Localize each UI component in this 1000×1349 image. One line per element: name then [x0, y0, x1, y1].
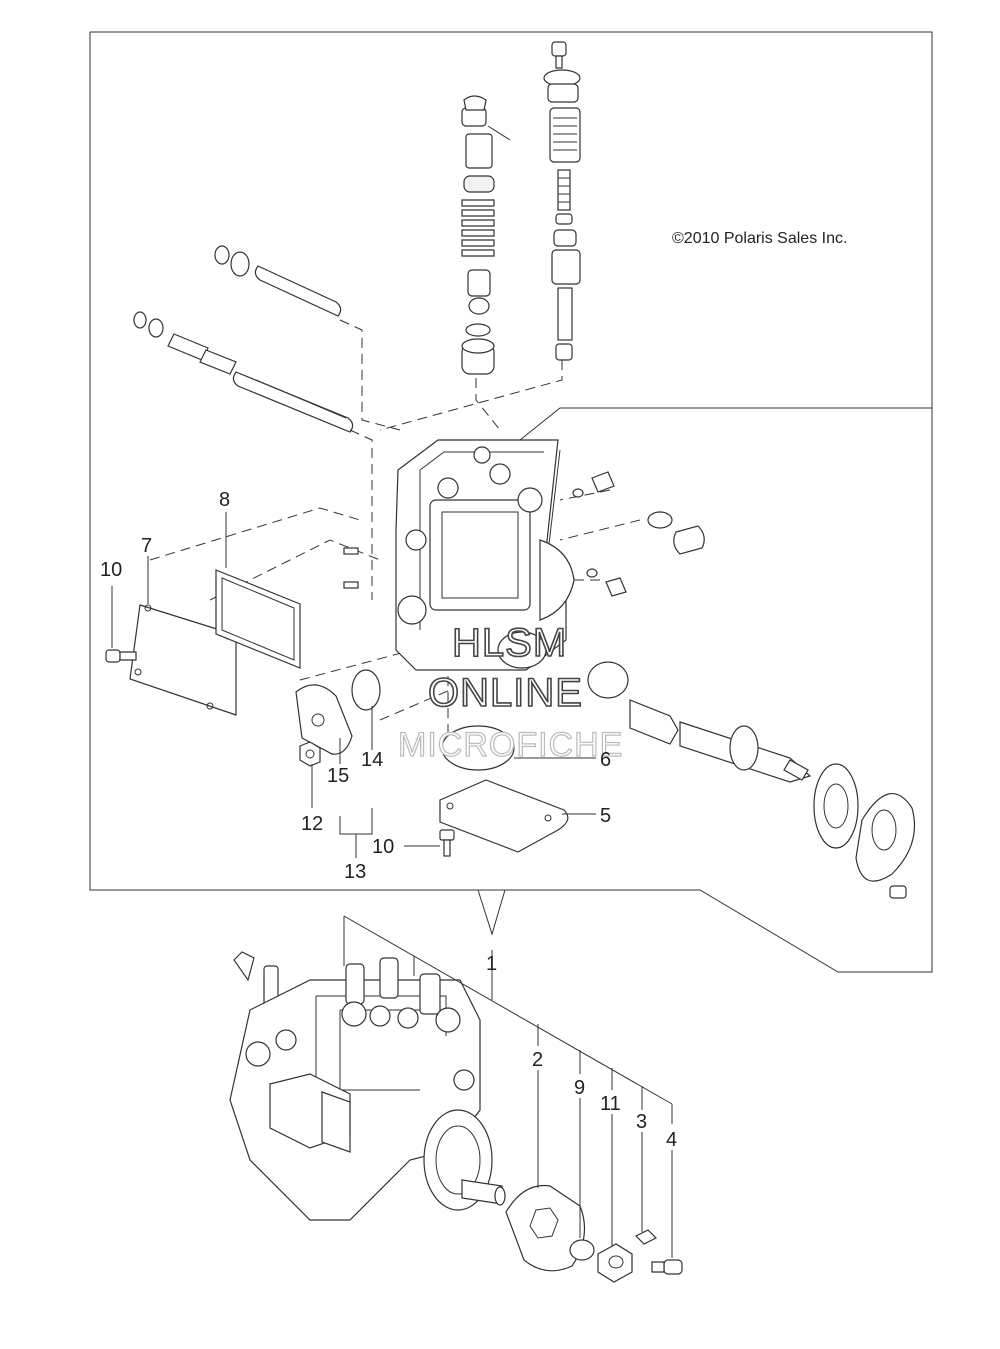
callout-12: 12	[301, 813, 323, 835]
callout-5: 5	[600, 805, 611, 827]
callout-1: 1	[486, 953, 497, 975]
right-fittings	[572, 471, 705, 597]
camshaft-assembly	[497, 631, 916, 899]
copyright-text: ©2010 Polaris Sales Inc.	[672, 230, 847, 247]
watermark-line-1: HLSM	[452, 621, 567, 665]
callout-3: 3	[636, 1111, 647, 1133]
detail-frame	[89, 31, 933, 973]
part-7-cover-plate	[129, 604, 237, 716]
part-10-bolt-left	[105, 649, 137, 663]
part-11-nut	[597, 1243, 633, 1283]
part-6-o-ring	[441, 725, 515, 771]
watermark-line-2: ONLINE	[428, 671, 583, 715]
part-15-plate	[295, 684, 353, 755]
callout-10-lower: 10	[372, 836, 394, 858]
pump-housing	[343, 439, 575, 671]
watermark: HLSM ONLINE MICROFICHE	[397, 620, 623, 764]
part-10-bolt-lower	[439, 829, 455, 857]
part-4-screw	[651, 1259, 683, 1275]
assembled-pump	[229, 951, 506, 1221]
callout-13: 13	[344, 861, 366, 883]
leader-lines-upper	[111, 512, 596, 858]
part-12-nut	[299, 741, 321, 767]
part-9-washer	[569, 1239, 595, 1261]
part-14-o-ring	[351, 669, 381, 711]
callout-8: 8	[219, 489, 230, 511]
part-3-key	[634, 1229, 658, 1245]
callout-6: 6	[600, 749, 611, 771]
callout-4: 4	[666, 1129, 677, 1151]
part-5-cover	[439, 779, 569, 853]
control-rack	[133, 245, 354, 433]
part-2-hub	[505, 1184, 586, 1272]
watermark-line-3: MICROFICHE	[398, 726, 623, 764]
delivery-valve-stack	[543, 41, 581, 361]
callout-15: 15	[327, 765, 349, 787]
callout-labels: 8 7 10 6 14 15 12 5 10 13 1 2 9 11 3 4	[100, 489, 677, 1151]
callout-11: 11	[600, 1093, 621, 1115]
callout-14: 14	[361, 749, 383, 771]
callout-9: 9	[574, 1077, 585, 1099]
callout-10-upper: 10	[100, 559, 122, 581]
callout-7: 7	[141, 535, 152, 557]
alignment-lines	[149, 319, 641, 750]
callout-2: 2	[532, 1049, 543, 1071]
part-8-gasket	[215, 569, 301, 669]
plunger-stack	[461, 95, 511, 375]
leader-lines-lower	[343, 915, 673, 1258]
